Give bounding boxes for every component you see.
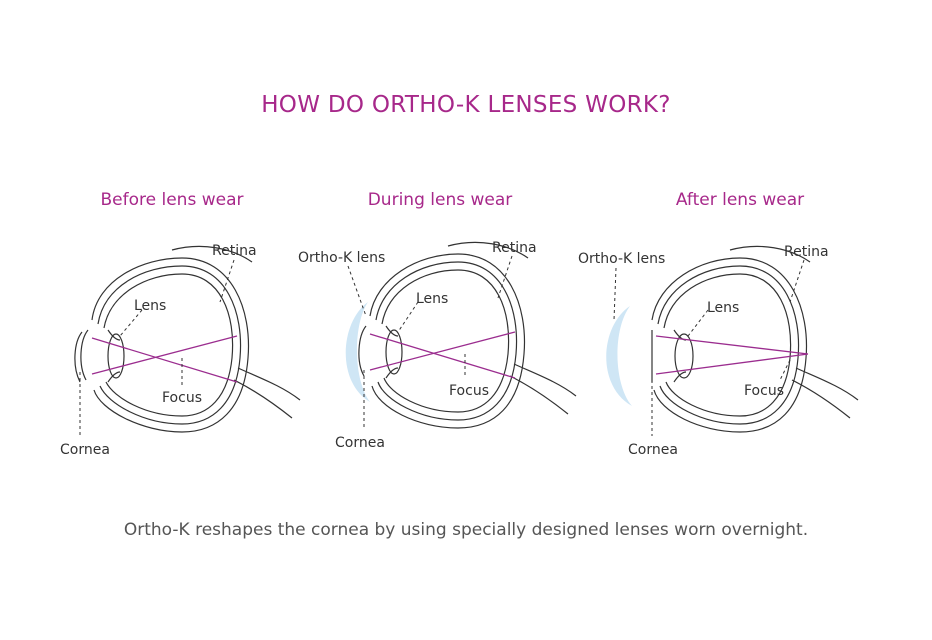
label-cornea: Cornea (628, 442, 678, 458)
lens-leader (687, 309, 709, 337)
label-focus: Focus (162, 390, 202, 406)
label-lens: Lens (707, 300, 739, 316)
retina-leader (789, 259, 805, 303)
lens-leader (397, 301, 419, 333)
label-orthok-lens: Ortho-K lens (578, 251, 665, 267)
panel-during: During lens wear Ortho-K lens Retina Len… (290, 190, 590, 480)
retina-leader (497, 255, 513, 299)
panel-before: Before lens wear Retina Lens Focus Corne… (22, 190, 322, 480)
label-focus: Focus (449, 383, 489, 399)
panel-title-during: During lens wear (367, 190, 513, 210)
label-lens: Lens (416, 291, 448, 307)
orthok-leader (347, 265, 367, 317)
label-retina: Retina (492, 240, 537, 256)
light-ray-top (91, 337, 238, 383)
label-retina: Retina (212, 243, 257, 259)
light-ray-bottom (91, 335, 238, 375)
label-focus: Focus (744, 383, 784, 399)
orthok-leader (613, 267, 617, 321)
light-ray-top (655, 335, 809, 355)
label-cornea: Cornea (335, 435, 385, 451)
light-ray-top (369, 333, 516, 379)
eye-diagram-before: Retina Lens Focus Cornea (60, 243, 301, 458)
label-cornea: Cornea (60, 442, 110, 458)
eye-diagram-during: Ortho-K lens Retina Lens Focus Cornea (298, 240, 577, 451)
light-ray-bottom (655, 353, 809, 375)
eye-outline (74, 245, 301, 433)
ortho-k-lens-shape (606, 306, 632, 406)
panel-title-after: After lens wear (675, 190, 805, 210)
caption-text: Ortho-K reshapes the cornea by using spe… (123, 520, 809, 540)
ortho-k-lens-shape (345, 302, 370, 402)
eye-diagram-after: Ortho-K lens Retina Lens Focus Cornea (578, 244, 859, 458)
page-title: HOW DO ORTHO-K LENSES WORK? (261, 92, 671, 118)
panel-title-before: Before lens wear (100, 190, 244, 210)
eye-outline (358, 241, 577, 429)
light-ray-bottom (369, 331, 516, 371)
panel-after: After lens wear Ortho-K lens Retina Lens… (578, 190, 890, 480)
retina-leader (219, 259, 235, 303)
label-orthok-lens: Ortho-K lens (298, 250, 385, 266)
label-retina: Retina (784, 244, 829, 260)
label-lens: Lens (134, 298, 166, 314)
focus-leader (779, 359, 791, 381)
